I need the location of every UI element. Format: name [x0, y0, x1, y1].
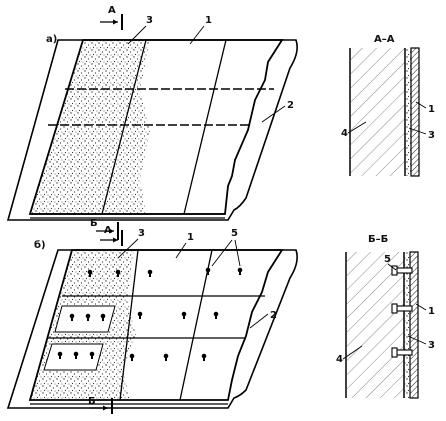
callout-section-base-a: 4 — [341, 128, 348, 139]
figure-b-label: б) — [34, 239, 46, 251]
callout-wall-b: 2 — [270, 310, 277, 321]
callout-section-panel-a: 1 — [428, 104, 435, 115]
callout-adhesive-b: 3 — [138, 228, 145, 239]
figure-a-section: А–А 4 1 3 — [341, 34, 435, 177]
callout-section-dowel-b: 5 — [384, 254, 391, 265]
section-title-a: А–А — [374, 34, 395, 45]
section-a-adhesive — [405, 48, 411, 176]
callout-adhesive-a: 3 — [146, 15, 153, 26]
section-marker-b-top: Б — [90, 218, 98, 229]
figure-a-perspective: А А а) 3 1 2 — [6, 5, 298, 246]
section-marker-a-top: А — [108, 5, 116, 16]
figure-b-perspective: Б Б б) 3 1 5 2 — [6, 218, 298, 414]
section-b-dowels — [391, 265, 413, 358]
section-a-panel — [410, 47, 420, 177]
dowel-marks-b — [57, 267, 243, 361]
callout-panel-a: 1 — [205, 15, 212, 26]
callout-section-panel-b: 1 — [428, 306, 435, 317]
section-b-adhesive — [404, 252, 410, 398]
section-marker-b-bottom: Б — [88, 396, 96, 407]
figure-a-label: а) — [46, 34, 57, 45]
callout-section-adhesive-b: 3 — [428, 340, 435, 351]
tile-panel-b — [28, 249, 284, 401]
section-b-base — [346, 252, 404, 398]
figure-b-section: Б–Б 5 4 1 3 — [336, 234, 435, 399]
callout-section-adhesive-a: 3 — [428, 130, 435, 141]
section-title-b: Б–Б — [368, 234, 388, 245]
adhesive-layer-a — [30, 40, 150, 214]
section-a-base — [350, 48, 405, 176]
section-b-panel — [409, 251, 419, 399]
callout-section-base-b: 4 — [336, 354, 343, 365]
callout-wall-a: 2 — [287, 100, 294, 111]
callout-dowels-b: 5 — [231, 228, 238, 239]
callout-panel-b: 1 — [187, 232, 194, 243]
